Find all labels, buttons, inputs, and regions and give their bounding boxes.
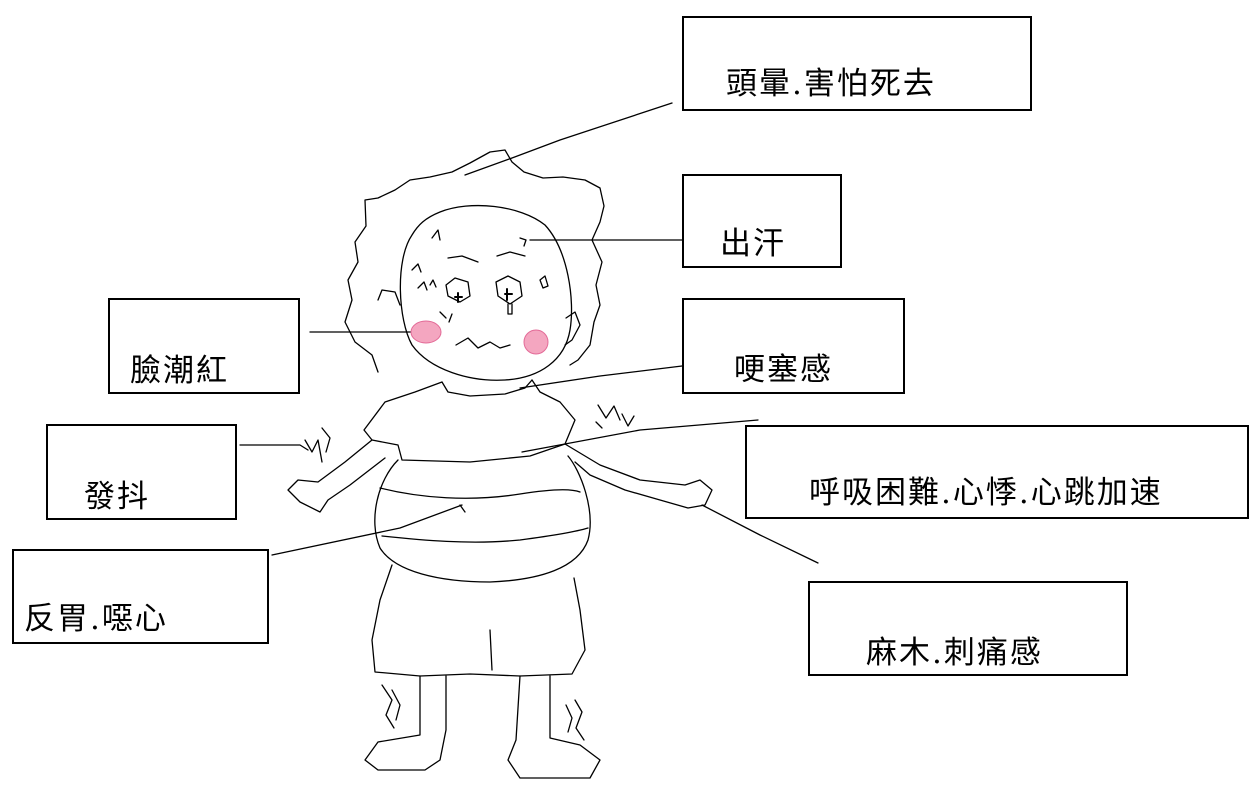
leg-right bbox=[507, 675, 601, 779]
face-outline bbox=[399, 204, 573, 381]
arm-left bbox=[287, 439, 386, 513]
torso-outline bbox=[374, 455, 591, 583]
label-numb: 麻木.刺痛感 bbox=[866, 635, 1043, 671]
leader-dizzy bbox=[464, 102, 673, 176]
label-dizzy: 頭暈.害怕死去 bbox=[726, 66, 936, 102]
label-box-tremble: 發抖 bbox=[46, 424, 237, 520]
leader-choke bbox=[519, 365, 683, 389]
eye-right bbox=[495, 275, 523, 305]
tremble-marks bbox=[304, 439, 323, 463]
eyebrow-right bbox=[496, 251, 526, 257]
label-box-sweat: 出汗 bbox=[682, 174, 842, 268]
label-box-flush: 臉潮紅 bbox=[108, 298, 300, 394]
torso-stripe bbox=[379, 487, 581, 499]
ear bbox=[564, 311, 581, 346]
label-box-nausea: 反胃.噁心 bbox=[12, 549, 269, 644]
label-box-numb: 麻木.刺痛感 bbox=[808, 581, 1128, 676]
leader-nausea bbox=[271, 504, 463, 556]
hair-curl bbox=[377, 289, 401, 306]
tear-drop bbox=[507, 303, 513, 315]
shirt-outline bbox=[363, 379, 576, 463]
label-box-dizzy: 頭暈.害怕死去 bbox=[682, 16, 1032, 111]
cheek-left bbox=[410, 320, 442, 344]
shorts-outline bbox=[371, 564, 586, 677]
mouth bbox=[455, 337, 511, 349]
label-flush: 臉潮紅 bbox=[130, 353, 229, 389]
label-nausea: 反胃.噁心 bbox=[24, 601, 168, 637]
leader-tremble bbox=[239, 444, 309, 451]
sweat-drop bbox=[411, 263, 422, 273]
label-box-breath: 呼吸困難.心悸.心跳加速 bbox=[745, 425, 1249, 519]
label-tremble: 發抖 bbox=[84, 479, 150, 515]
arm-right bbox=[564, 443, 713, 509]
leg-left bbox=[364, 675, 447, 771]
eye-left bbox=[445, 277, 471, 303]
label-sweat: 出汗 bbox=[720, 226, 786, 262]
leader-numb bbox=[701, 504, 819, 564]
cheek-right bbox=[523, 329, 549, 355]
label-breath: 呼吸困難.心悸.心跳加速 bbox=[809, 475, 1163, 511]
label-choke: 哽塞感 bbox=[734, 352, 833, 388]
leader-breath bbox=[521, 419, 759, 453]
hair-outline bbox=[344, 149, 605, 373]
eyebrow-left bbox=[447, 255, 479, 263]
label-box-choke: 哽塞感 bbox=[682, 298, 905, 394]
collar bbox=[441, 379, 533, 397]
